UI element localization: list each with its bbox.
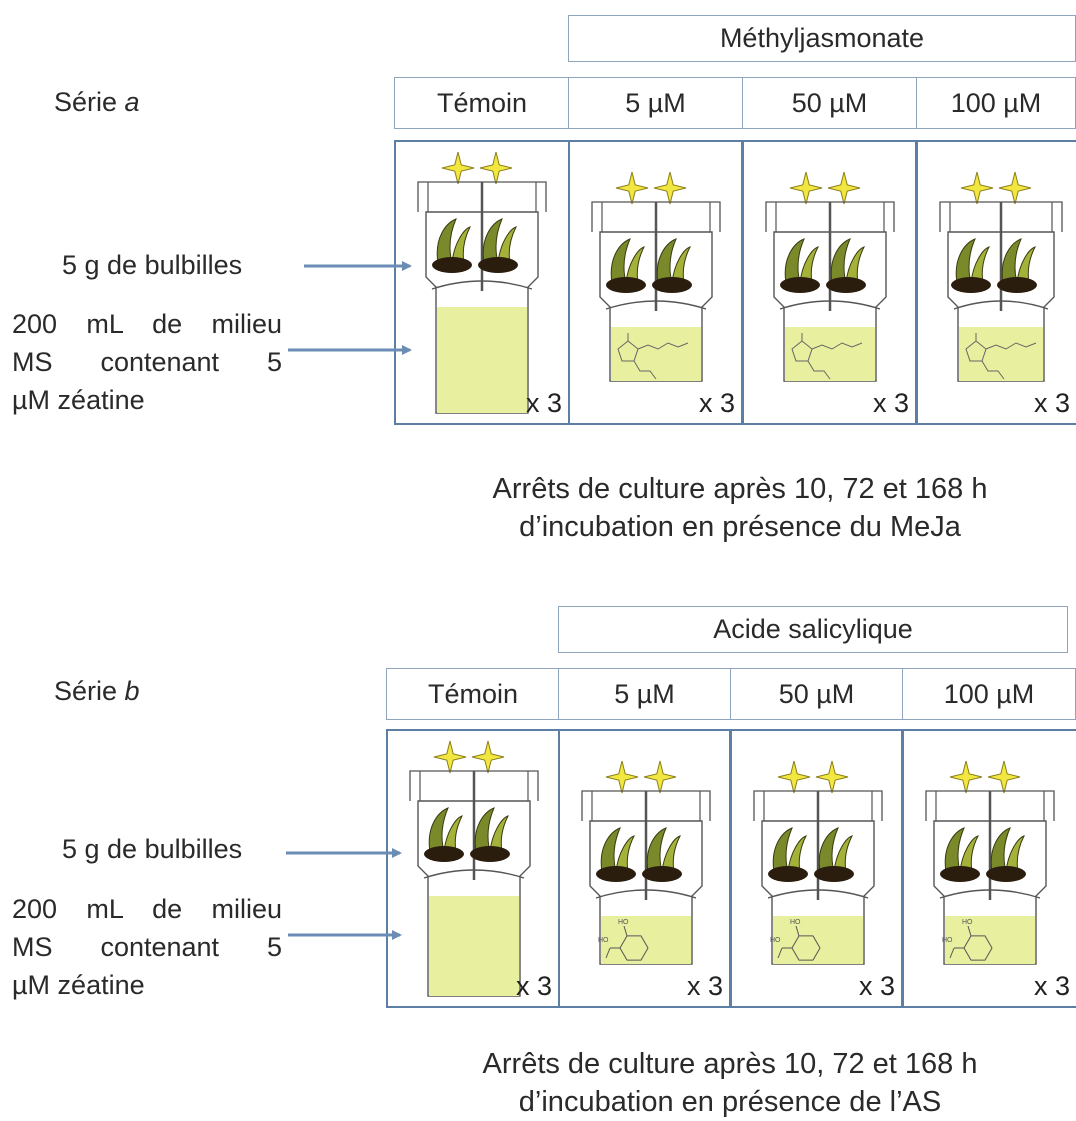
caption-line-2: d’incubation en présence du MeJa: [519, 511, 961, 543]
replicate-count: x 3: [698, 388, 735, 418]
treatment-header-b: Acide salicylique: [558, 606, 1068, 653]
medium-label-a: 200 mL de milieu MS contenant 5 µM zéati…: [12, 305, 282, 419]
svg-text:HO: HO: [942, 937, 953, 944]
series-label-prefix: Série: [54, 87, 125, 117]
svg-text:HO: HO: [598, 937, 609, 944]
series-label-a: Série a: [54, 87, 140, 118]
svg-text:HO: HO: [770, 937, 781, 944]
culture-box-50um-b: HO HO x 3: [730, 729, 903, 1008]
medium-line-2: MS contenant 5: [12, 347, 282, 377]
replicate-count: x 3: [686, 971, 723, 1001]
culture-box-100um-a: x 3: [916, 140, 1076, 425]
replicate-count: x 3: [1033, 388, 1070, 418]
bulbs-label-b: 5 g de bulbilles: [62, 834, 243, 864]
medium-line-2: MS contenant 5: [12, 932, 282, 962]
medium-label-b: 200 mL de milieu MS contenant 5 µM zéati…: [12, 890, 282, 1004]
replicate-count: x 3: [872, 388, 909, 418]
series-label-b: Série b: [54, 676, 140, 707]
series-label-letter: a: [124, 87, 140, 117]
medium-line-1: 200 mL de milieu: [12, 894, 282, 924]
replicate-count: x 3: [525, 388, 562, 418]
caption-line-1: Arrêts de culture après 10, 72 et 168 h: [492, 473, 988, 505]
caption-line-2: d’incubation en présence de l’AS: [518, 1086, 942, 1118]
column-header-50um-b: 50 µM: [730, 668, 903, 720]
culture-box-temoin-b: x 3: [386, 729, 560, 1008]
culture-box-5um-b: HO HO x 3: [558, 729, 731, 1008]
replicate-count: x 3: [858, 971, 895, 1001]
column-header-100um-a: 100 µM: [916, 77, 1076, 129]
column-header-temoin-b: Témoin: [386, 668, 560, 720]
column-header-5um-b: 5 µM: [558, 668, 731, 720]
replicate-count: x 3: [1033, 971, 1070, 1001]
series-label-letter: b: [124, 676, 140, 706]
bulbs-label-a: 5 g de bulbilles: [62, 250, 243, 280]
column-header-temoin-a: Témoin: [394, 77, 570, 129]
series-label-prefix: Série: [54, 676, 125, 706]
medium-line-3: µM zéatine: [12, 385, 145, 415]
svg-text:HO: HO: [618, 919, 629, 926]
caption-b: Arrêts de culture après 10, 72 et 168 h …: [430, 1045, 1030, 1121]
svg-text:HO: HO: [790, 919, 801, 926]
column-header-50um-a: 50 µM: [742, 77, 917, 129]
culture-box-100um-b: HO HO x 3: [902, 729, 1076, 1008]
culture-box-50um-a: x 3: [742, 140, 917, 425]
caption-a: Arrêts de culture après 10, 72 et 168 h …: [440, 470, 1040, 546]
medium-line-1: 200 mL de milieu: [12, 309, 282, 339]
column-header-100um-b: 100 µM: [902, 668, 1076, 720]
treatment-header-a: Méthyljasmonate: [568, 15, 1076, 62]
medium-line-3: µM zéatine: [12, 970, 145, 1000]
replicate-count: x 3: [515, 971, 552, 1001]
svg-text:HO: HO: [962, 919, 973, 926]
caption-line-1: Arrêts de culture après 10, 72 et 168 h: [482, 1048, 978, 1080]
